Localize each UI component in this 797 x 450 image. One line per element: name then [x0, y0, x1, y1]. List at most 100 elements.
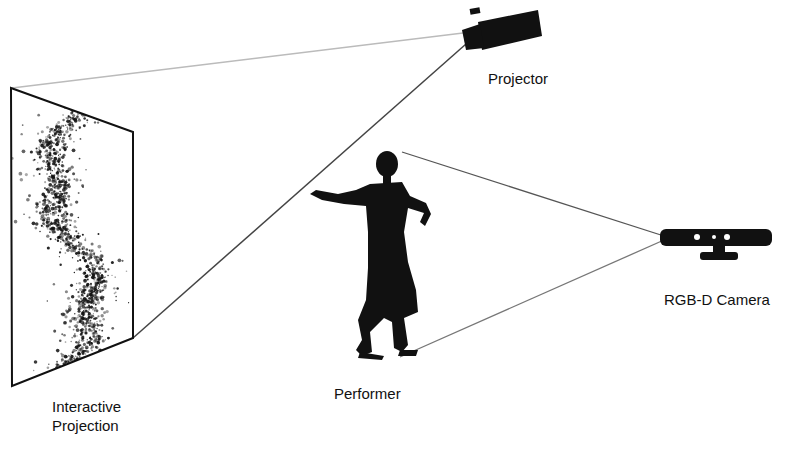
texture-dot [28, 194, 31, 197]
texture-dot [136, 273, 137, 274]
texture-dot [75, 97, 77, 99]
texture-dot [66, 213, 68, 215]
texture-dot [91, 95, 93, 97]
texture-dot [136, 273, 137, 274]
texture-dot [82, 104, 86, 108]
texture-dot [77, 343, 78, 344]
texture-dot [79, 105, 82, 108]
texture-dot [85, 328, 87, 330]
texture-dot [99, 99, 101, 101]
texture-dot [96, 328, 97, 329]
texture-dot [79, 320, 82, 323]
texture-dot [93, 100, 97, 104]
texture-dot [77, 236, 80, 239]
texture-dot [63, 334, 66, 337]
texture-dot [87, 113, 89, 115]
texture-dot [77, 367, 79, 369]
texture-dot [77, 95, 79, 97]
projection-texture [6, 94, 139, 382]
texture-dot [69, 127, 73, 131]
texture-dot [105, 339, 106, 340]
texture-dot [80, 298, 82, 300]
texture-dot [38, 150, 41, 153]
texture-dot [77, 363, 81, 367]
texture-dot [81, 246, 85, 250]
texture-dot [54, 129, 56, 131]
texture-dot [85, 332, 87, 334]
texture-dot [97, 324, 100, 327]
texture-dot [91, 326, 93, 328]
texture-dot [113, 287, 115, 289]
texture-dot [77, 316, 79, 318]
texture-dot [63, 321, 67, 325]
texture-dot [60, 137, 61, 138]
texture-dot [78, 341, 79, 342]
texture-dot [35, 202, 39, 206]
texture-dot [87, 102, 89, 104]
texture-dot [82, 322, 85, 325]
texture-dot [65, 374, 66, 375]
texture-dot [98, 108, 100, 110]
texture-dot [88, 316, 90, 318]
texture-dot [66, 192, 68, 194]
texture-dot [69, 367, 70, 368]
texture-dot [59, 154, 61, 156]
texture-dot [95, 277, 97, 279]
texture-dot [98, 296, 99, 297]
texture-dot [84, 97, 87, 100]
texture-dot [67, 123, 69, 125]
texture-dot [54, 157, 55, 158]
texture-dot [63, 125, 64, 126]
texture-dot [82, 312, 86, 316]
texture-dot [72, 129, 74, 131]
texture-dot [91, 350, 93, 352]
texture-dot [46, 221, 49, 224]
texture-dot [77, 237, 79, 239]
device-label: Projector [488, 70, 608, 89]
texture-dot [107, 337, 110, 340]
texture-dot [61, 222, 62, 223]
texture-dot [83, 97, 85, 99]
texture-dot [94, 267, 96, 269]
texture-dot [61, 130, 64, 133]
texture-dot [88, 316, 91, 319]
texture-dot [54, 378, 58, 382]
texture-dot [59, 227, 61, 229]
texture-dot [84, 259, 86, 261]
texture-dot [66, 180, 67, 181]
texture-dot [65, 130, 69, 134]
texture-dot [57, 140, 60, 143]
texture-dot [57, 192, 59, 194]
texture-dot [84, 357, 87, 360]
texture-dot [63, 232, 67, 236]
texture-dot [80, 179, 82, 181]
texture-dot [104, 277, 105, 278]
texture-dot [48, 378, 50, 380]
texture-dot [81, 95, 83, 97]
texture-dot [98, 102, 100, 104]
texture-dot [95, 103, 97, 105]
texture-dot [52, 128, 54, 130]
texture-dot [49, 131, 51, 133]
texture-dot [48, 200, 50, 202]
texture-dot [87, 294, 89, 296]
texture-dot [56, 151, 59, 154]
texture-dot [60, 191, 62, 193]
texture-dot [53, 148, 55, 150]
texture-dot [96, 293, 97, 294]
texture-dot [79, 98, 82, 101]
texture-dot [70, 119, 72, 121]
texture-dot [78, 303, 80, 305]
texture-dot [85, 310, 87, 312]
texture-dot [63, 154, 66, 157]
texture-dot [88, 358, 90, 360]
texture-dot [72, 349, 76, 353]
texture-dot [94, 100, 97, 103]
texture-dot [37, 378, 40, 381]
texture-dot [76, 360, 79, 363]
texture-dot [83, 358, 85, 360]
texture-dot [60, 379, 61, 380]
texture-dot [94, 297, 97, 300]
texture-dot [95, 303, 97, 305]
texture-dot [70, 359, 73, 362]
